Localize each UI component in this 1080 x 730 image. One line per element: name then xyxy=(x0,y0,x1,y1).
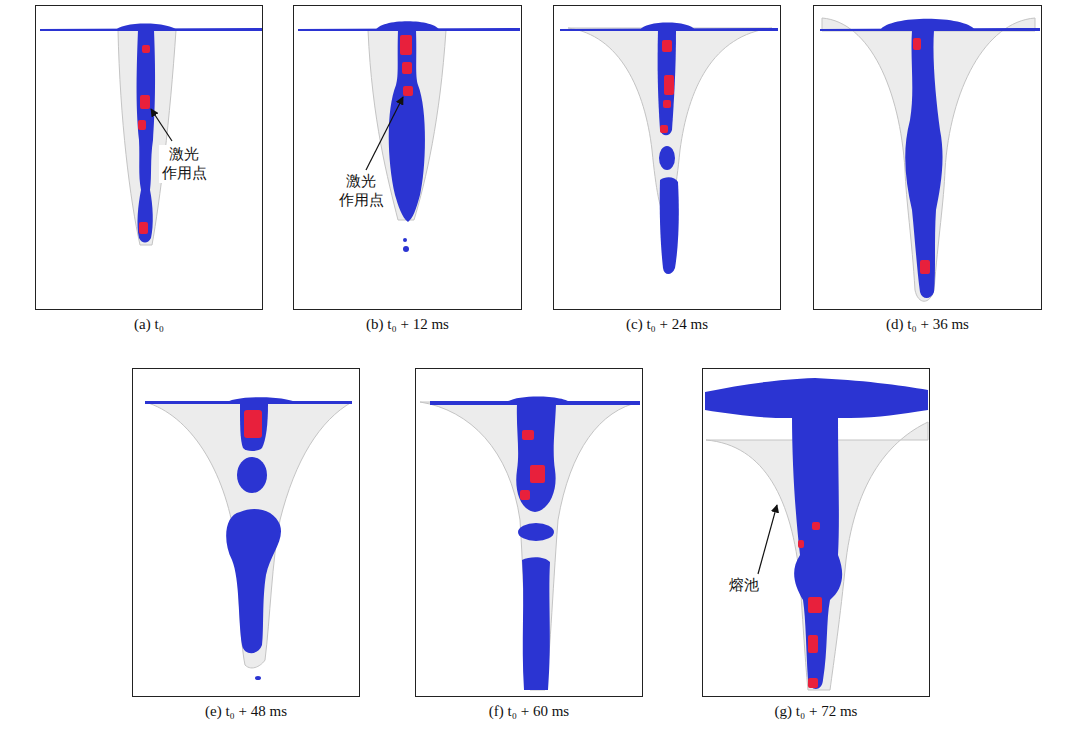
laser-spot xyxy=(138,35,930,688)
callout-label: 激光 作用点 xyxy=(159,145,209,183)
melt-pool xyxy=(118,18,1035,690)
figure-panel: (g) t₀ + 72 ms xyxy=(702,368,930,727)
figure-panel: (c) t₀ + 24 ms xyxy=(553,5,781,340)
panel-frame xyxy=(553,5,781,310)
panel-caption: (g) t₀ + 72 ms xyxy=(702,703,930,720)
panel-caption: (c) t₀ + 24 ms xyxy=(553,316,781,333)
panel-frame xyxy=(415,368,643,697)
figure-panel: (a) t₀ xyxy=(35,5,263,340)
panel-frame xyxy=(132,368,360,697)
panel-frame xyxy=(35,5,263,310)
callout-label: 激光 作用点 xyxy=(336,172,386,210)
panel-caption: (a) t₀ xyxy=(35,316,263,333)
keyhole xyxy=(40,19,1040,690)
panel-caption: (b) t₀ + 12 ms xyxy=(293,316,522,333)
panel-caption: (f) t₀ + 60 ms xyxy=(415,703,643,720)
leader-line xyxy=(151,97,777,574)
callout-label: 熔池 xyxy=(728,576,760,595)
panel-frame xyxy=(702,368,930,697)
panel-frame xyxy=(813,5,1042,310)
figure-panel: (d) t₀ + 36 ms xyxy=(813,5,1042,340)
figure-panel: (e) t₀ + 48 ms xyxy=(132,368,360,727)
panel-frame xyxy=(293,5,522,310)
figure-panel: (b) t₀ + 12 ms xyxy=(293,5,522,340)
panel-caption: (e) t₀ + 48 ms xyxy=(132,703,360,720)
panel-caption: (d) t₀ + 36 ms xyxy=(813,316,1042,333)
figure-panel: (f) t₀ + 60 ms xyxy=(415,368,643,727)
